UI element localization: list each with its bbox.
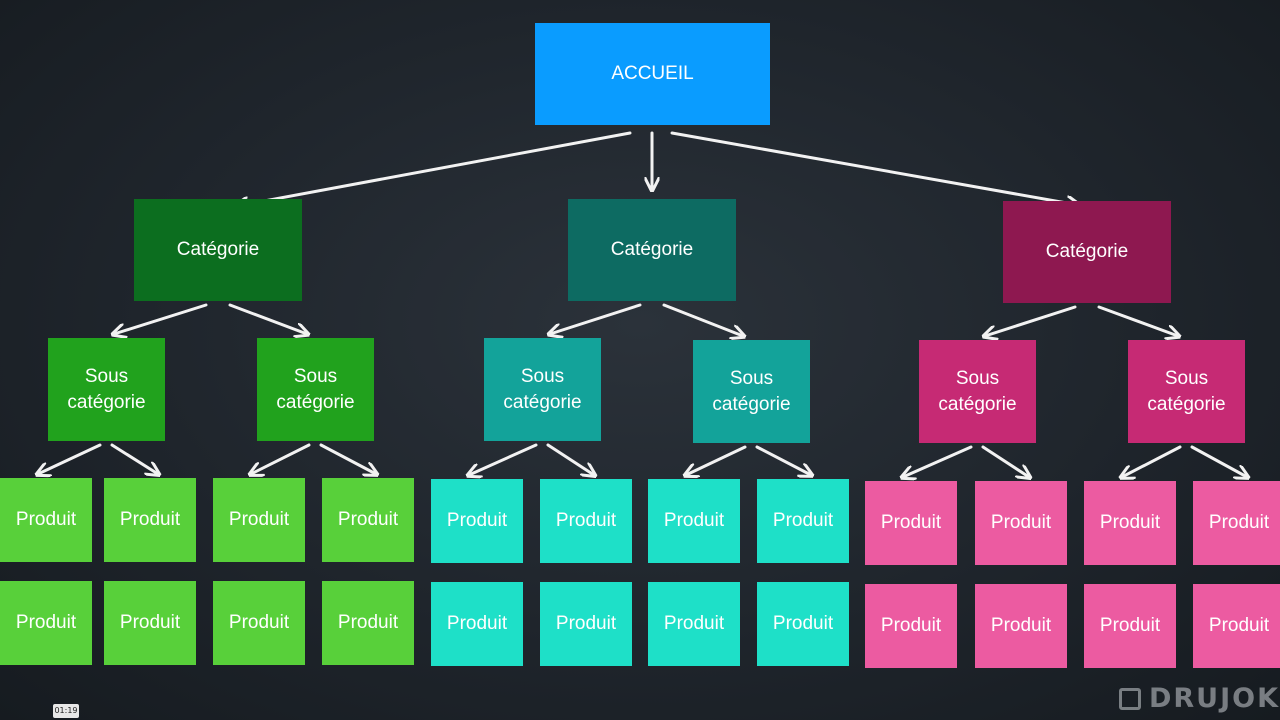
product-node: Produit [648, 479, 740, 563]
product-node-label: Produit [880, 512, 942, 533]
product-node-label: Produit [446, 510, 508, 531]
subcategory-node-label: Sous catégorie [503, 365, 582, 413]
product-node-label: Produit [772, 510, 834, 531]
home-label: ACCUEIL [611, 63, 694, 84]
product-node-label: Produit [990, 615, 1052, 636]
product-node-label: Produit [880, 615, 942, 636]
arrow-cat-sub [114, 303, 208, 334]
product-node: Produit [431, 582, 523, 666]
product-node-label: Produit [1208, 512, 1270, 533]
subcategory-node-label: Sous catégorie [67, 365, 146, 413]
watermark-text: DRUJOK [1148, 683, 1280, 714]
product-node: Produit [975, 584, 1067, 668]
product-node: Produit [0, 478, 92, 562]
subcategory-node: Sous catégorie [48, 338, 165, 441]
product-node-label: Produit [1099, 615, 1161, 636]
arrow-root-cat-1 [237, 131, 632, 206]
arrow-sub-prod [686, 445, 747, 475]
home-node: ACCUEIL [535, 23, 770, 125]
product-node: Produit [213, 581, 305, 665]
subcategory-node: Sous catégorie [257, 338, 374, 441]
arrow-cat-sub [662, 303, 743, 336]
arrow-sub-prod [319, 443, 376, 474]
product-node-label: Produit [663, 510, 725, 531]
category-node-label: Catégorie [610, 239, 694, 260]
subcategory-node: Sous catégorie [484, 338, 601, 441]
product-node: Produit [975, 481, 1067, 565]
category-node-label: Catégorie [176, 239, 260, 260]
category-node: Catégorie [568, 199, 736, 301]
product-node: Produit [865, 584, 957, 668]
product-node: Produit [1084, 481, 1176, 565]
product-node: Produit [865, 481, 957, 565]
arrow-sub-prod [903, 445, 973, 477]
product-node: Produit [322, 478, 414, 562]
subcategory-node-label: Sous catégorie [276, 365, 355, 413]
product-node-label: Produit [663, 613, 725, 634]
arrow-sub-prod [38, 443, 102, 474]
arrow-root-cat-3 [670, 131, 1078, 205]
product-node: Produit [322, 581, 414, 665]
product-node-label: Produit [1208, 615, 1270, 636]
arrow-sub-prod [110, 443, 158, 474]
product-node: Produit [104, 478, 196, 562]
product-node-label: Produit [446, 613, 508, 634]
subcategory-node-label: Sous catégorie [712, 367, 791, 415]
product-node-label: Produit [15, 509, 77, 530]
arrow-sub-prod [755, 445, 811, 475]
product-node-label: Produit [1099, 512, 1161, 533]
subcategory-node: Sous catégorie [1128, 340, 1245, 443]
product-node-label: Produit [15, 612, 77, 633]
arrow-cat-sub [228, 303, 307, 334]
product-node: Produit [213, 478, 305, 562]
timestamp-badge: 01:19 [53, 704, 79, 718]
subcategory-node-label: Sous catégorie [938, 367, 1017, 415]
arrow-cat-sub [550, 303, 642, 334]
category-node: Catégorie [1003, 201, 1171, 303]
product-node-label: Produit [228, 509, 290, 530]
arrow-sub-prod [981, 445, 1029, 477]
product-node-label: Produit [228, 612, 290, 633]
category-node: Catégorie [134, 199, 302, 301]
product-node: Produit [104, 581, 196, 665]
product-node-label: Produit [337, 612, 399, 633]
product-node: Produit [540, 479, 632, 563]
logo-icon [1118, 687, 1141, 710]
arrow-sub-prod [1122, 445, 1182, 477]
product-node: Produit [1084, 584, 1176, 668]
product-node-label: Produit [337, 509, 399, 530]
product-node-label: Produit [119, 509, 181, 530]
arrow-sub-prod [251, 443, 311, 474]
product-node-label: Produit [119, 612, 181, 633]
product-node: Produit [757, 479, 849, 563]
arrow-sub-prod [469, 443, 538, 475]
arrow-sub-prod [1190, 445, 1247, 477]
product-node: Produit [757, 582, 849, 666]
subcategory-node: Sous catégorie [693, 340, 810, 443]
product-node-label: Produit [772, 613, 834, 634]
product-node: Produit [0, 581, 92, 665]
category-node-label: Catégorie [1045, 241, 1129, 262]
product-node-label: Produit [555, 613, 617, 634]
product-node: Produit [431, 479, 523, 563]
subcategory-node-label: Sous catégorie [1147, 367, 1226, 415]
arrow-cat-sub [1097, 305, 1178, 336]
watermark-logo: DRUJOK [1118, 683, 1280, 714]
product-node: Produit [648, 582, 740, 666]
product-node: Produit [540, 582, 632, 666]
arrow-sub-prod [546, 443, 594, 475]
product-node-label: Produit [990, 512, 1052, 533]
subcategory-node: Sous catégorie [919, 340, 1036, 443]
arrow-cat-sub [985, 305, 1077, 336]
product-node: Produit [1193, 481, 1280, 565]
product-node: Produit [1193, 584, 1280, 668]
product-node-label: Produit [555, 510, 617, 531]
